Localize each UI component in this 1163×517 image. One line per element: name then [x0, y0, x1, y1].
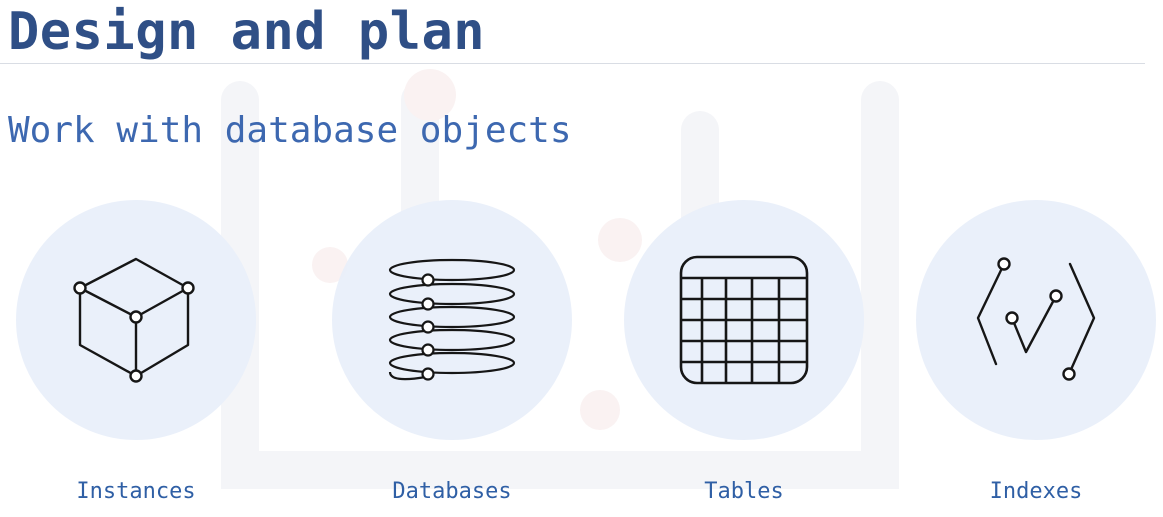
section-subtitle: Work with database objects	[8, 110, 572, 151]
item-label: Databases	[392, 479, 512, 504]
icon-circle	[916, 200, 1156, 440]
item-label: Indexes	[989, 479, 1083, 504]
object-item-databases: Databases	[332, 200, 572, 510]
icon-circle	[332, 200, 572, 440]
item-label: Tables	[704, 479, 784, 504]
table-grid-icon	[679, 255, 809, 385]
object-item-tables: Tables	[624, 200, 864, 510]
title-divider	[0, 63, 1145, 64]
page-title: Design and plan	[8, 2, 486, 62]
index-code-icon	[976, 257, 1096, 381]
cube-icon	[73, 257, 195, 383]
item-label: Instances	[76, 479, 196, 504]
object-item-instances: Instances	[16, 200, 256, 510]
icon-circle	[624, 200, 864, 440]
object-item-indexes: Indexes	[916, 200, 1156, 510]
database-stack-icon	[388, 258, 516, 381]
icon-circle	[16, 200, 256, 440]
